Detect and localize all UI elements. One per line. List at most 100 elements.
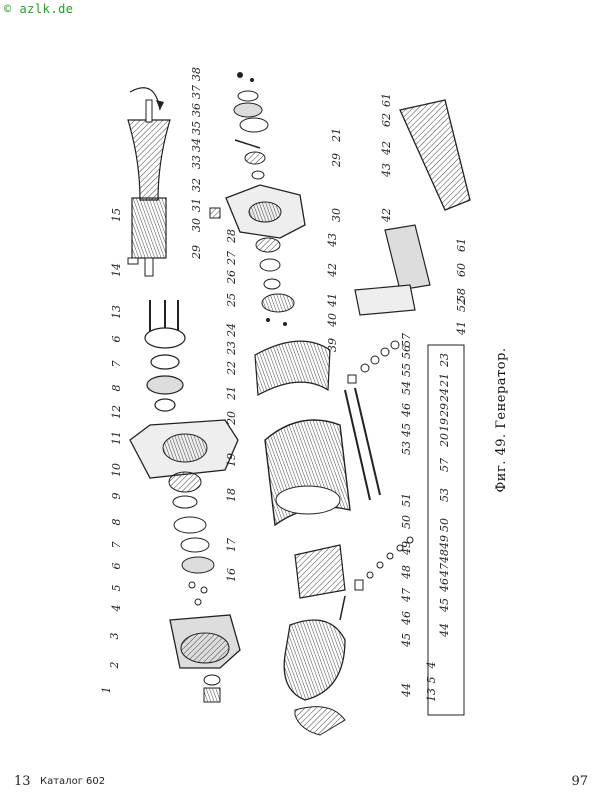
callout-c45: 45 <box>400 423 413 438</box>
callout-c19: 19 <box>225 453 238 467</box>
callout-c15: 15 <box>110 208 123 222</box>
catalog-label: Каталог <box>40 776 83 787</box>
bracket-part <box>354 99 471 316</box>
generator-exploded-view: 1234567891011128761314151617181920212223… <box>100 67 509 736</box>
callout-c47: 47 <box>400 588 413 603</box>
callout-c25: 25 <box>225 293 238 308</box>
callout-k20: 20 <box>438 433 451 448</box>
callout-c43b: 43 <box>380 163 393 178</box>
callout-k48: 48 <box>438 549 451 564</box>
callout-c9: 9 <box>110 493 123 500</box>
callout-k13: 13 <box>425 688 438 702</box>
callout-c18: 18 <box>225 488 238 502</box>
callout-c61b: 61 <box>455 238 468 252</box>
callout-c42c: 42 <box>380 141 393 156</box>
callout-c7: 7 <box>110 542 123 549</box>
callout-c55: 55 <box>400 363 413 377</box>
callout-c23: 23 <box>225 341 238 356</box>
callout-c10: 10 <box>110 463 123 477</box>
watermark: © azlk.de <box>4 2 74 16</box>
callout-k4: 4 <box>425 662 438 670</box>
callout-c11: 11 <box>110 431 123 445</box>
callout-c14: 14 <box>110 263 123 277</box>
pulley-part <box>169 614 241 669</box>
callout-c33: 33 <box>190 155 203 169</box>
drive-end-shield-part <box>129 419 239 479</box>
callout-c7b: 7 <box>110 361 123 368</box>
pole-shoe-part <box>294 544 346 599</box>
callout-c4: 4 <box>110 605 123 613</box>
callout-c3: 3 <box>108 633 121 640</box>
callout-c46: 46 <box>400 403 413 418</box>
callout-c38: 38 <box>190 67 203 81</box>
callout-c31: 31 <box>190 198 203 212</box>
callout-c17: 17 <box>225 538 238 552</box>
callout-c44: 44 <box>400 683 413 698</box>
callout-c60: 60 <box>455 263 468 277</box>
kit-box <box>427 344 465 716</box>
callout-c37: 37 <box>190 85 203 99</box>
callout-c48: 48 <box>400 565 413 580</box>
callout-c20: 20 <box>225 411 238 426</box>
callout-k44: 44 <box>438 623 451 638</box>
stack-top-part <box>144 327 186 412</box>
callout-k24: 24 <box>438 388 451 403</box>
callout-c35: 35 <box>190 121 203 135</box>
callout-k23: 23 <box>438 353 451 368</box>
callout-c21b: 21 <box>330 128 343 143</box>
callout-c12: 12 <box>110 405 123 419</box>
page-footer: 13 Каталог 602 97 <box>0 770 610 790</box>
callout-c5: 5 <box>110 585 123 592</box>
callout-c50: 50 <box>400 515 413 529</box>
callout-c32: 32 <box>190 178 203 192</box>
callout-c6b: 6 <box>110 336 123 343</box>
callout-c57: 57 <box>400 333 413 347</box>
callout-c41b: 41 <box>455 321 468 336</box>
field-coils-part <box>283 619 346 736</box>
callout-c51: 51 <box>400 493 413 507</box>
stack-bottom-part <box>168 471 215 606</box>
callout-c29: 29 <box>190 245 203 260</box>
page-number-left: 13 <box>14 774 31 789</box>
callout-c26: 26 <box>225 270 238 285</box>
callout-k5: 5 <box>425 677 438 684</box>
stator-housing-part <box>264 419 351 527</box>
callout-c8: 8 <box>110 519 123 526</box>
callout-k19: 19 <box>438 418 451 432</box>
callout-c30: 30 <box>190 218 203 232</box>
callout-k29: 29 <box>438 403 451 418</box>
callout-c21: 21 <box>225 386 238 401</box>
callout-c34: 34 <box>190 138 203 152</box>
callout-c30b: 30 <box>330 208 343 222</box>
callout-c2: 2 <box>108 662 121 670</box>
callout-c61: 61 <box>380 93 393 107</box>
callout-c27: 27 <box>225 251 238 266</box>
callout-c22: 22 <box>225 361 238 376</box>
callout-k57: 57 <box>438 458 451 472</box>
callout-k50: 50 <box>438 518 451 532</box>
callout-c62: 62 <box>380 113 393 127</box>
callout-c6: 6 <box>110 563 123 570</box>
small-parts-part <box>339 536 414 621</box>
callout-c39: 39 <box>326 338 339 352</box>
callout-c43: 43 <box>326 233 339 248</box>
terminal-stack-part <box>347 340 400 384</box>
callout-c58: 58 <box>455 288 468 302</box>
callout-c42b: 42 <box>380 208 393 223</box>
callout-c16: 16 <box>225 568 238 582</box>
armature-part <box>127 87 171 277</box>
callout-c49: 49 <box>400 541 413 556</box>
key-part <box>127 257 139 265</box>
callout-k21: 21 <box>438 373 451 388</box>
callout-k46: 46 <box>438 578 451 593</box>
callout-c40: 40 <box>326 313 339 328</box>
callout-c1: 1 <box>100 687 113 694</box>
callout-c13: 13 <box>110 305 123 319</box>
callout-c36: 36 <box>190 103 203 117</box>
band-part <box>254 340 331 396</box>
nut-part <box>203 674 221 703</box>
page-number-right: 97 <box>571 774 588 789</box>
callout-c53: 53 <box>400 441 413 455</box>
